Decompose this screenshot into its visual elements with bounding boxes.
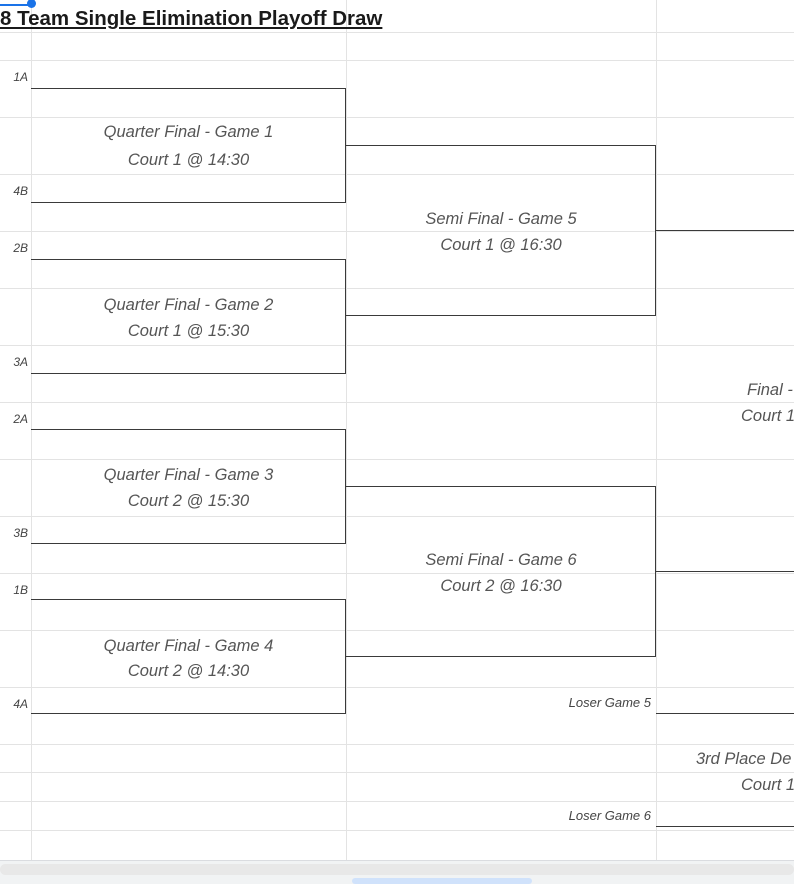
gridline (346, 0, 347, 860)
loser-game-6-label: Loser Game 6 (568, 808, 651, 823)
bracket-line (345, 599, 346, 714)
bracket-line (655, 486, 656, 657)
bracket-line (31, 202, 346, 203)
semi-final-5-name: Semi Final - Game 5 (425, 210, 577, 228)
gridline (0, 573, 794, 574)
third-place-name: 3rd Place De (696, 750, 792, 768)
seed-label: 4B (13, 184, 28, 198)
semi-final-5-court: Court 1 @ 16:30 (440, 236, 562, 254)
seed-label: 1A (13, 70, 28, 84)
scrollbar-thumb[interactable] (352, 878, 532, 884)
final-name: Final - (747, 381, 793, 399)
bracket-line (345, 429, 346, 544)
gridline (656, 0, 657, 860)
horizontal-scrollbar[interactable] (0, 860, 794, 884)
bracket-line (346, 145, 656, 146)
bracket-line (345, 259, 346, 374)
quarter-final-2-court: Court 1 @ 15:30 (127, 322, 250, 340)
quarter-final-1-name: Quarter Final - Game 1 (103, 123, 274, 141)
third-place-court: Court 1 (741, 776, 794, 794)
spreadsheet-grid[interactable]: 8 Team Single Elimination Playoff Draw 1… (0, 0, 794, 860)
gridline (0, 459, 794, 460)
gridline (0, 830, 794, 831)
bracket-line (31, 373, 346, 374)
seed-label: 3A (13, 355, 28, 369)
bracket-line (346, 486, 656, 487)
quarter-final-2-name: Quarter Final - Game 2 (103, 296, 274, 314)
bracket-line (656, 826, 794, 827)
seed-label: 3B (13, 526, 28, 540)
gridline (0, 801, 794, 802)
fill-handle[interactable] (27, 0, 36, 8)
scrollbar-track[interactable] (0, 864, 794, 875)
bracket-line (31, 259, 346, 260)
gridline (0, 174, 794, 175)
seed-label: 1B (13, 583, 28, 597)
semi-final-6-name: Semi Final - Game 6 (425, 551, 577, 569)
gridline (0, 231, 794, 232)
semi-final-6-court: Court 2 @ 16:30 (440, 577, 562, 595)
bracket-line (655, 145, 656, 316)
quarter-final-3-name: Quarter Final - Game 3 (103, 466, 274, 484)
bracket-line (656, 571, 794, 572)
bracket-line (656, 230, 794, 231)
bracket-line (31, 713, 346, 714)
bracket-line (31, 543, 346, 544)
gridline (0, 32, 794, 33)
quarter-final-4-name: Quarter Final - Game 4 (103, 637, 274, 655)
bracket-line (346, 315, 656, 316)
seed-label: 2A (13, 412, 28, 426)
page-title: 8 Team Single Elimination Playoff Draw (0, 7, 383, 30)
loser-game-5-label: Loser Game 5 (568, 695, 651, 710)
seed-label: 2B (13, 241, 28, 255)
bracket-line (31, 429, 346, 430)
quarter-final-1-court: Court 1 @ 14:30 (127, 151, 250, 169)
seed-label: 4A (13, 697, 28, 711)
bracket-line (346, 656, 656, 657)
gridline (0, 402, 794, 403)
bracket-line (31, 599, 346, 600)
gridline (0, 630, 794, 631)
gridline (0, 772, 794, 773)
gridline (0, 117, 794, 118)
gridline (0, 687, 794, 688)
gridline (0, 60, 794, 61)
gridline (0, 288, 794, 289)
final-court: Court 1 (741, 407, 794, 425)
bracket-line (345, 88, 346, 203)
gridline (31, 0, 32, 860)
quarter-final-4-court: Court 2 @ 14:30 (127, 662, 250, 680)
gridline (0, 744, 794, 745)
bracket-line (656, 713, 794, 714)
quarter-final-3-court: Court 2 @ 15:30 (127, 492, 250, 510)
gridline (0, 345, 794, 346)
selected-cell-indicator (0, 0, 30, 6)
bracket-line (31, 88, 346, 89)
gridline (0, 516, 794, 517)
